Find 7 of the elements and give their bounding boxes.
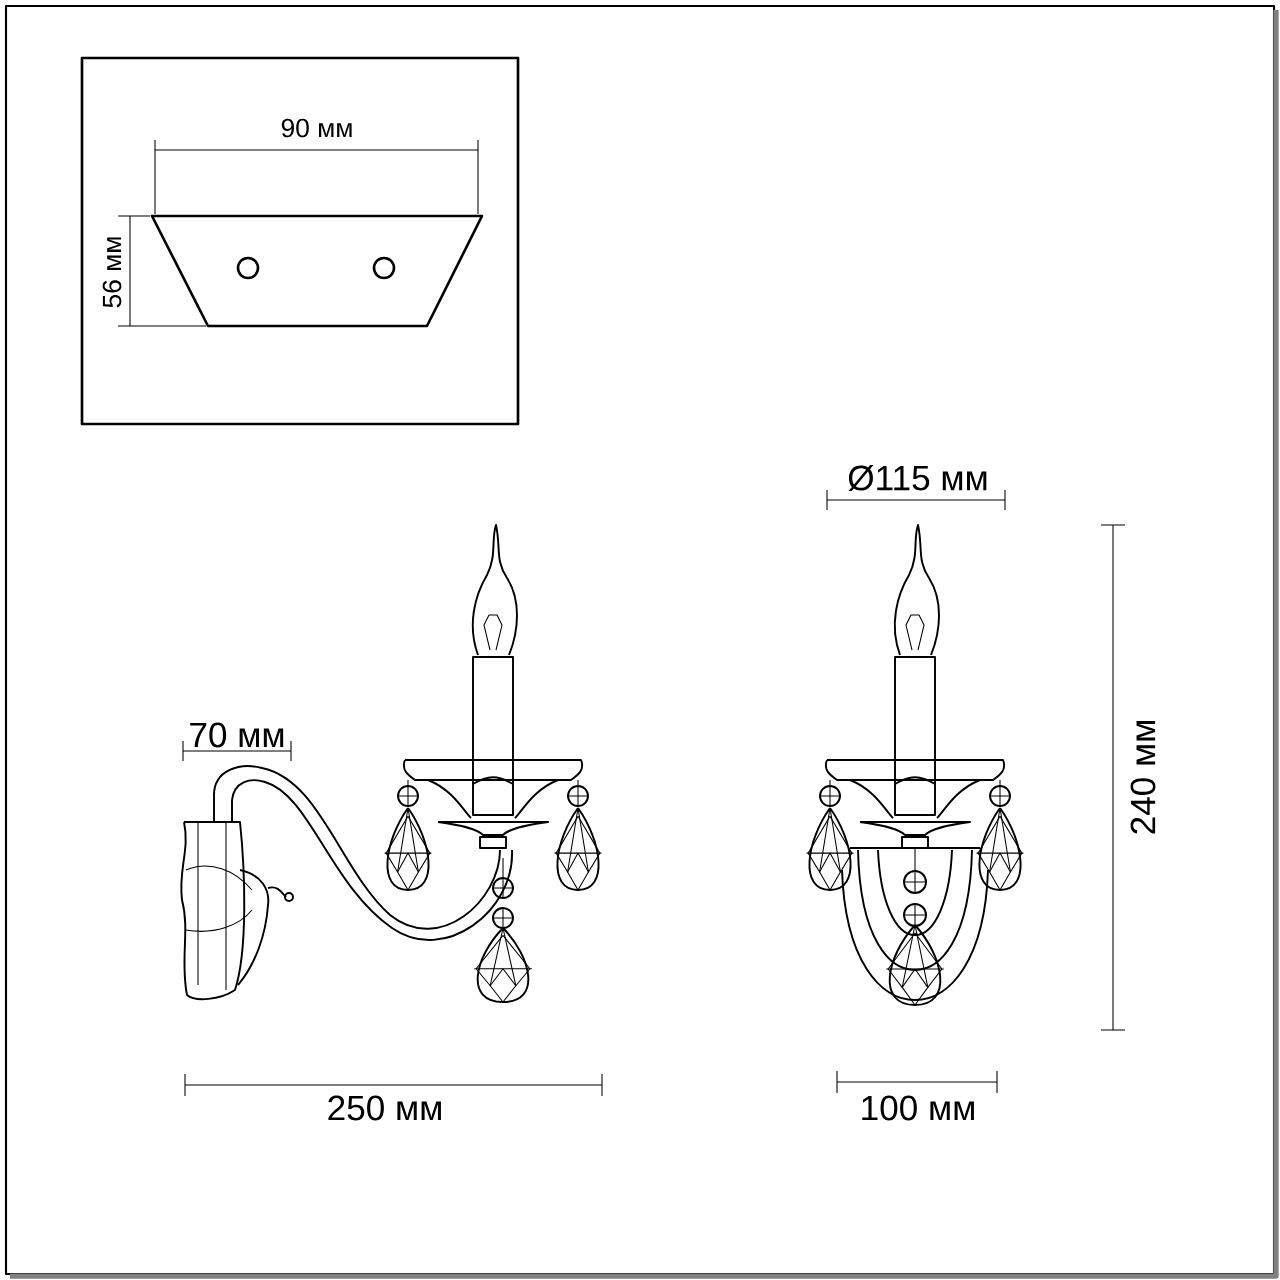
dimension-label: 56 мм [100,233,124,311]
dimension-label: 70 мм [186,720,288,750]
dimension-label: Ø115 мм [845,463,991,493]
dimension-label: 250 мм [324,1093,446,1123]
dimension-label: 240 мм [1128,716,1158,838]
dimension-label: 90 мм [278,116,356,140]
dimension-label: 100 мм [857,1093,979,1123]
